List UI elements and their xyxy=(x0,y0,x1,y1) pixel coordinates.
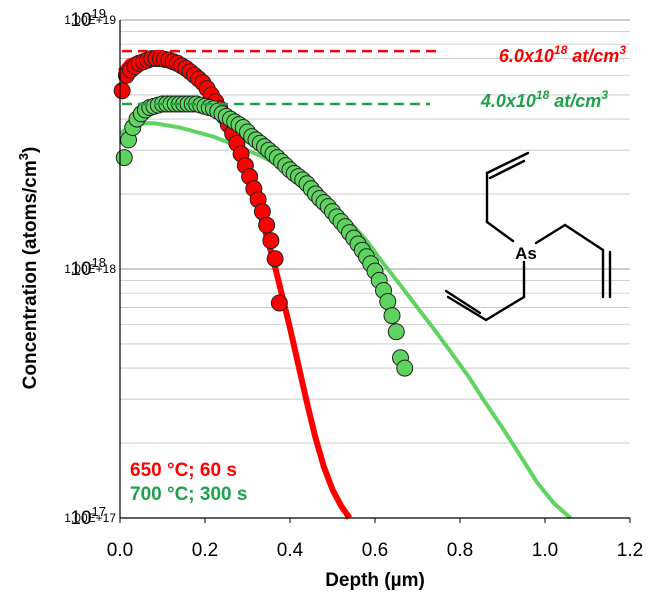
legend-entry-700c: 700 °C; 300 s xyxy=(130,484,247,505)
grid-lines xyxy=(120,19,630,519)
triallylarsine-structure-icon xyxy=(444,151,612,322)
x-tick-label: 0.6 xyxy=(362,540,388,561)
annotation-red: 6.0x1018 at/cm3 xyxy=(499,43,626,66)
x-tick-label: 1.2 xyxy=(617,540,643,561)
x-tick-label: 0.0 xyxy=(107,540,133,561)
y-axis-label-main: Concentration (atoms/cm xyxy=(20,160,41,389)
x-tick-label: 0.2 xyxy=(192,540,218,561)
y-tick-power-exp: 19 xyxy=(92,6,106,21)
y-tick-label: 1.00E+18 xyxy=(64,262,116,276)
data-point xyxy=(379,293,397,311)
annotation-red-sup2: 3 xyxy=(619,43,626,57)
y-tick-label-power: 1019 xyxy=(70,6,106,31)
y-axis-label-close: ) xyxy=(20,147,41,153)
y-tick-label: 1.00E+17 xyxy=(64,511,116,525)
data-point xyxy=(387,323,405,341)
y-tick-power-base: 10 xyxy=(70,259,91,280)
y-tick-label: 1.00E+19 xyxy=(64,13,116,27)
y-tick-power-base: 10 xyxy=(70,508,91,529)
x-tick-label: 0.8 xyxy=(447,540,473,561)
annotation-red-sup: 18 xyxy=(554,43,568,57)
annotation-green: 4.0x1018 at/cm3 xyxy=(480,88,608,111)
y-axis-label-sup: 3 xyxy=(16,153,31,160)
x-tick-label: 1.0 xyxy=(532,540,558,561)
arsenic-atom-label: As xyxy=(515,244,537,263)
y-tick-label-power: 1018 xyxy=(70,255,106,280)
data-point xyxy=(115,149,133,167)
annotation-green-sup: 18 xyxy=(536,88,550,102)
annotation-green-main: 4.0x10 xyxy=(480,91,536,111)
data-point xyxy=(262,232,280,250)
y-tick-power-exp: 17 xyxy=(92,504,106,519)
x-axis-label: Depth (µm) xyxy=(325,570,425,591)
annotation-red-main: 6.0x10 xyxy=(499,46,554,66)
x-tick-label: 0.4 xyxy=(277,540,304,561)
y-tick-label-power: 1017 xyxy=(70,504,106,529)
annotation-green-sup2: 3 xyxy=(601,88,608,102)
y-axis-label: Concentration (atoms/cm3) xyxy=(16,147,41,390)
data-point xyxy=(270,294,288,312)
y-tick-power-exp: 18 xyxy=(92,255,106,270)
annotation-red-tail: at/cm xyxy=(567,46,619,66)
data-point xyxy=(113,82,131,100)
series-line-2 xyxy=(118,121,572,520)
annotation-green-tail: at/cm xyxy=(549,91,601,111)
x-tick-labels: 0.0 0.2 0.4 0.6 0.8 1.0 1.2 xyxy=(107,518,643,561)
annotation-dashes xyxy=(122,49,440,106)
data-point xyxy=(266,250,284,268)
data-point xyxy=(383,307,401,325)
data-point xyxy=(258,216,276,234)
y-tick-power-base: 10 xyxy=(70,10,91,31)
series-layer xyxy=(113,50,572,520)
data-point xyxy=(396,359,414,377)
legend-entry-650c: 650 °C; 60 s xyxy=(130,460,237,481)
